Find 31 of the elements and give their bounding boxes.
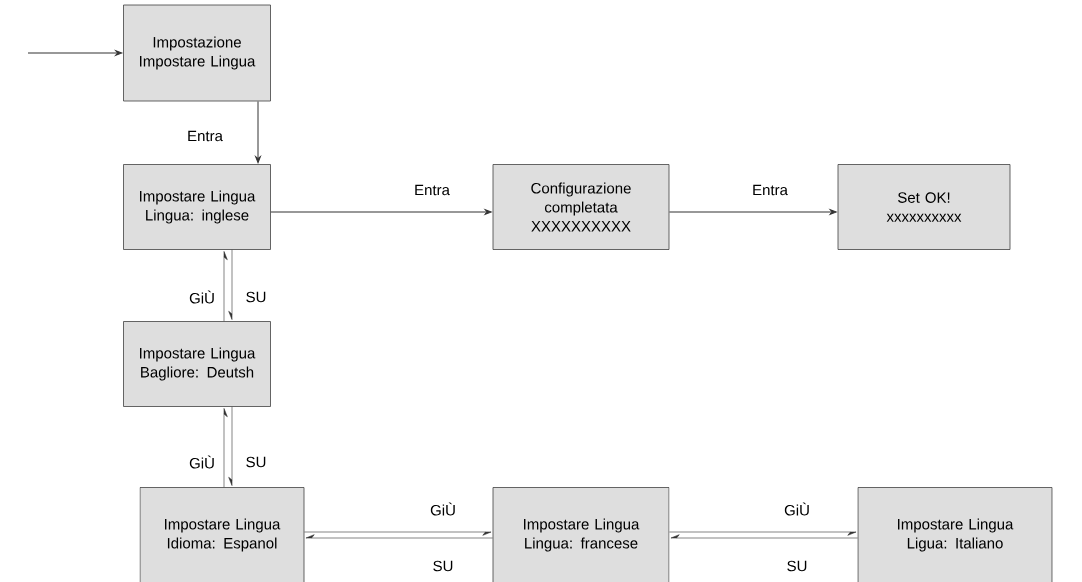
arrow (223, 408, 228, 488)
screen-box: Impostare Lingua Lingua: francese (492, 487, 670, 582)
screen-box: Set OK! xxxxxxxxxx (837, 164, 1011, 250)
edge-label: GiÙ (783, 501, 811, 517)
arrow (255, 100, 261, 164)
edge-label: Entra (751, 183, 789, 197)
arrow (669, 531, 857, 536)
screen-box: Configurazione completata XXXXXXXXXX (492, 164, 670, 250)
arrow (228, 406, 233, 486)
edge-label: GiÙ (429, 501, 457, 517)
arrow (670, 534, 858, 539)
edge-label: SU (431, 559, 455, 573)
arrow (27, 50, 123, 56)
edge-label: GiÙ (188, 289, 216, 305)
arrow (304, 531, 492, 536)
screen-box: Impostare Lingua Idioma: Espanol (139, 487, 305, 582)
edge-label: GiÙ (188, 454, 216, 470)
edge-label: Entra (413, 183, 451, 197)
arrow (228, 249, 233, 320)
screen-box: Impostazione Impostare Lingua (123, 4, 271, 102)
screen-box: Impostare Lingua Bagliore: Deutsh (123, 321, 271, 407)
arrow (668, 209, 837, 215)
screen-box: Impostare Lingua Ligua: Italiano (857, 487, 1053, 582)
arrow (270, 209, 492, 215)
arrow (305, 534, 493, 539)
arrow (223, 251, 228, 322)
edge-label: SU (244, 455, 268, 469)
screen-box: Impostare Lingua Lingua: inglese (123, 164, 271, 250)
edge-label: SU (244, 290, 268, 304)
edge-label: SU (785, 559, 809, 573)
edge-label: Entra (186, 129, 224, 143)
